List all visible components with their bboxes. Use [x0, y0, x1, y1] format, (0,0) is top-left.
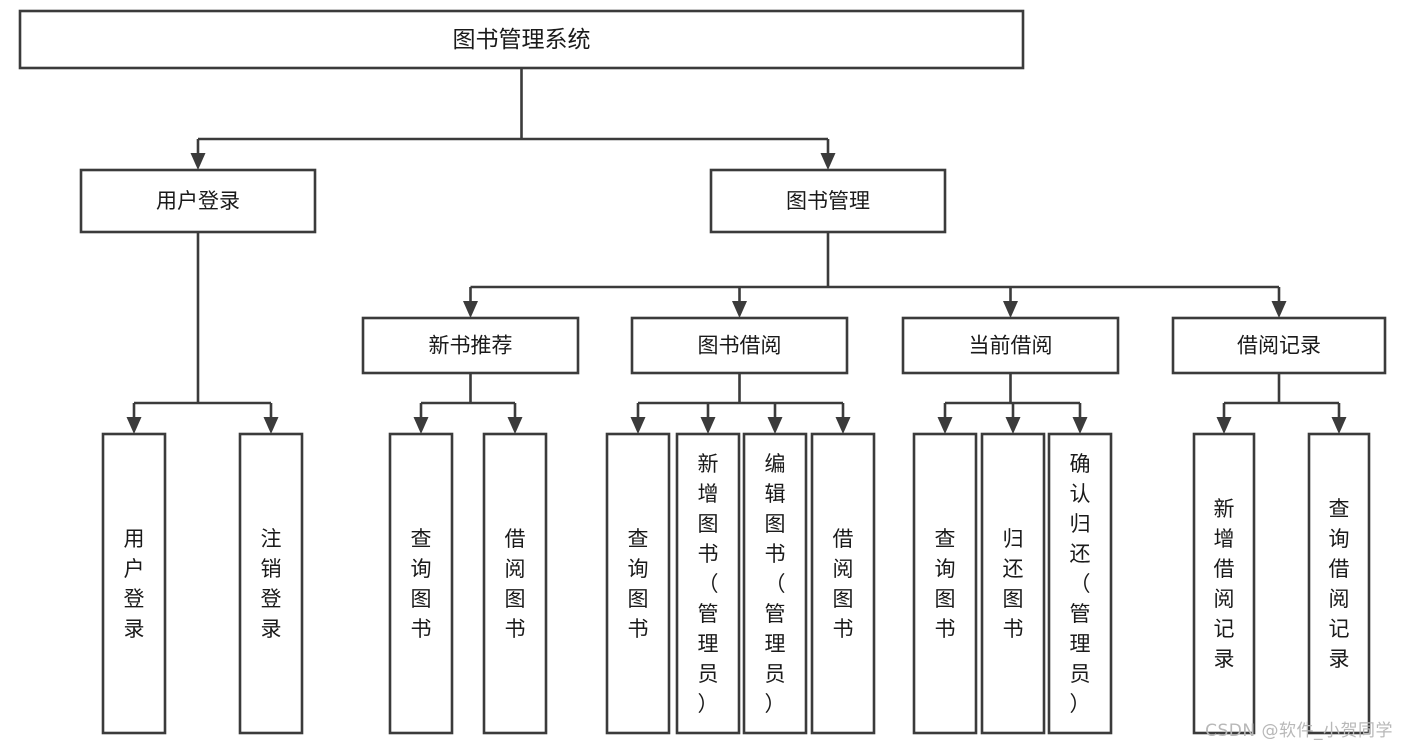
node-box[interactable] [605, 432, 671, 735]
node-box[interactable] [980, 432, 1046, 735]
node-leaf-confirm-return-admin[interactable]: 确认归还（管理员） [1047, 432, 1113, 735]
node-label: 用户登录 [124, 527, 145, 641]
node-label: 用户登录 [156, 189, 240, 213]
node-label: 图书借阅 [698, 334, 782, 358]
node-book-borrow[interactable]: 图书借阅 [630, 316, 849, 375]
node-leaf-add-book-admin[interactable]: 新增图书（管理员） [675, 432, 741, 735]
node-box[interactable] [388, 432, 454, 735]
arrow-head-icon [700, 417, 716, 434]
node-label: 当前借阅 [969, 334, 1053, 358]
node-box[interactable] [361, 316, 580, 375]
arrow-head-icon [1271, 301, 1287, 318]
node-label: 查询图书 [411, 527, 432, 641]
node-box[interactable] [1171, 316, 1387, 375]
node-box[interactable] [742, 432, 808, 735]
node-book-management[interactable]: 图书管理 [709, 168, 947, 234]
node-leaf-query-borrow-record[interactable]: 查询借阅记录 [1307, 432, 1371, 735]
node-box[interactable] [482, 432, 548, 735]
arrow-head-icon [732, 301, 747, 318]
node-borrow-record[interactable]: 借阅记录 [1171, 316, 1387, 375]
node-label: 确认归还（管理员） [1070, 452, 1091, 716]
node-label: 借阅图书 [505, 527, 526, 641]
node-box[interactable] [675, 432, 741, 735]
node-user-login[interactable]: 用户登录 [79, 168, 317, 234]
arrow-head-icon [507, 417, 523, 434]
node-leaf-query-book[interactable]: 查询图书 [605, 432, 671, 735]
arrow-head-icon [937, 417, 953, 434]
node-box[interactable] [630, 316, 849, 375]
arrow-head-icon [1003, 301, 1018, 318]
node-box[interactable] [709, 168, 947, 234]
node-label: 借阅记录 [1237, 334, 1321, 358]
arrow-head-icon [820, 153, 836, 170]
node-label: 归还图书 [1003, 527, 1024, 641]
node-root[interactable]: 图书管理系统 [18, 9, 1025, 70]
arrow-head-icon [190, 153, 206, 170]
node-label: 借阅图书 [833, 527, 854, 641]
node-box[interactable] [901, 316, 1120, 375]
node-current-borrow[interactable]: 当前借阅 [901, 316, 1120, 375]
node-leaf-user-login[interactable]: 用户登录 [101, 432, 167, 735]
node-layer: 图书管理系统用户登录图书管理新书推荐图书借阅当前借阅借阅记录用户登录注销登录查询… [18, 9, 1387, 735]
watermark-label: CSDN @软件_小贺同学 [1205, 721, 1393, 741]
arrow-head-icon [767, 417, 783, 434]
node-leaf-borrow-book-recommend[interactable]: 借阅图书 [482, 432, 548, 735]
node-box[interactable] [238, 432, 304, 735]
arrow-head-icon [1072, 417, 1088, 434]
node-leaf-return-book[interactable]: 归还图书 [980, 432, 1046, 735]
arrow-head-icon [463, 301, 478, 318]
arrow-head-icon [263, 417, 279, 434]
node-label: 编辑图书（管理员） [765, 452, 786, 716]
node-label: 新书推荐 [429, 334, 513, 358]
arrow-head-icon [1216, 417, 1232, 434]
node-box[interactable] [1047, 432, 1113, 735]
node-label: 查询借阅记录 [1329, 497, 1350, 671]
node-box[interactable] [101, 432, 167, 735]
arrow-head-icon [126, 417, 142, 434]
node-label: 新增图书（管理员） [698, 452, 719, 716]
arrow-head-icon [835, 417, 851, 434]
node-box[interactable] [1192, 432, 1256, 735]
arrow-head-icon [413, 417, 429, 434]
node-leaf-borrow-book[interactable]: 借阅图书 [810, 432, 876, 735]
node-label: 查询图书 [935, 527, 956, 641]
node-leaf-logout[interactable]: 注销登录 [238, 432, 304, 735]
node-label: 图书管理系统 [453, 27, 591, 53]
node-leaf-edit-book-admin[interactable]: 编辑图书（管理员） [742, 432, 808, 735]
arrow-head-icon [630, 417, 646, 434]
arrow-head-icon [1331, 417, 1347, 434]
node-label: 查询图书 [628, 527, 649, 641]
node-leaf-query-book-recommend[interactable]: 查询图书 [388, 432, 454, 735]
node-new-book-recommend[interactable]: 新书推荐 [361, 316, 580, 375]
node-box[interactable] [18, 9, 1025, 70]
arrow-head-icon [1005, 417, 1021, 434]
node-leaf-add-borrow-record[interactable]: 新增借阅记录 [1192, 432, 1256, 735]
node-box[interactable] [810, 432, 876, 735]
node-box[interactable] [1307, 432, 1371, 735]
node-box[interactable] [912, 432, 978, 735]
node-label: 注销登录 [261, 527, 282, 641]
connector-layer [126, 68, 1347, 434]
node-label: 图书管理 [786, 189, 870, 213]
node-label: 新增借阅记录 [1214, 497, 1235, 671]
node-box[interactable] [79, 168, 317, 234]
node-leaf-query-book-current[interactable]: 查询图书 [912, 432, 978, 735]
